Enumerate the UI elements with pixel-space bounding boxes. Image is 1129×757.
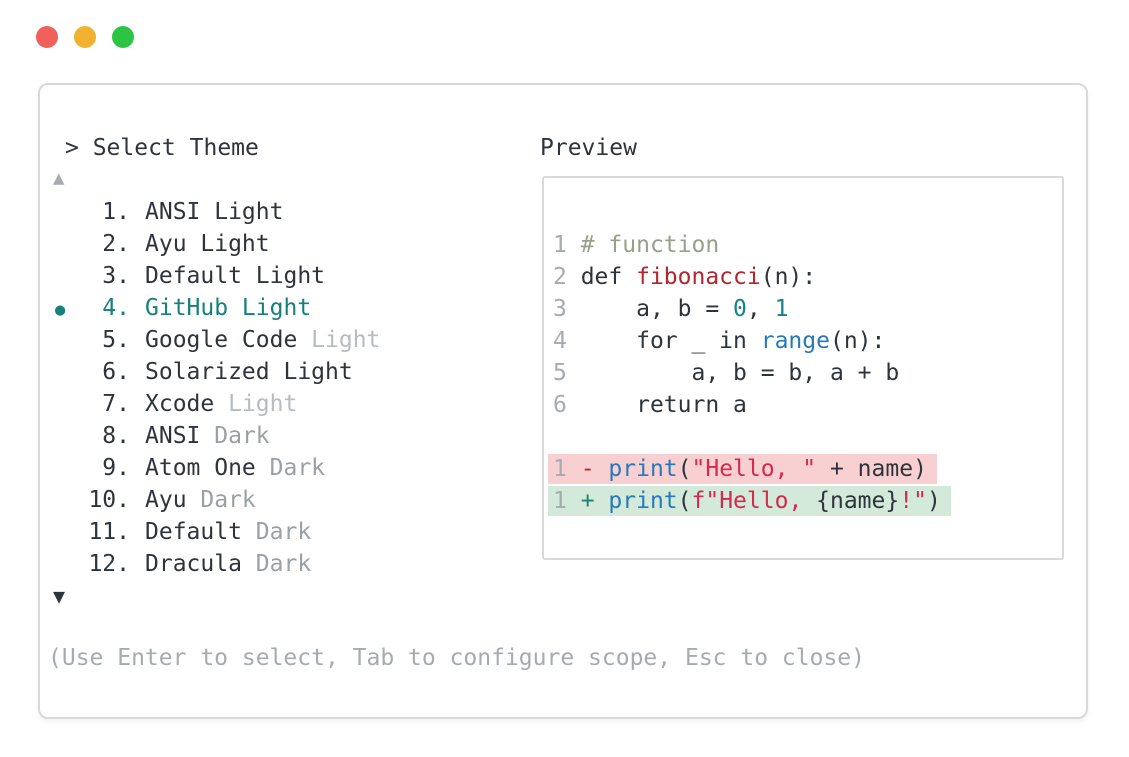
theme-list-item[interactable]: 10. Ayu Dark — [51, 487, 380, 519]
theme-list: 1. ANSI Light 2. Ayu Light 3. Default Light ● 4… — [51, 199, 380, 583]
code-line: 1 # function — [553, 232, 720, 258]
item-number: 7. — [102, 391, 130, 417]
close-button[interactable] — [36, 26, 58, 48]
preview-title: Preview — [540, 135, 637, 161]
code-line: 4 for _ in range(n): — [553, 328, 886, 354]
theme-list-item[interactable]: 3. Default Light — [51, 263, 380, 295]
theme-list-item[interactable]: 6. Solarized Light — [51, 359, 380, 391]
item-label: Default Light — [145, 263, 326, 289]
theme-list-item[interactable]: 7. Xcode Light — [51, 391, 380, 423]
item-label: Dracula Dark — [145, 551, 312, 577]
item-label: ANSI Dark — [145, 423, 270, 449]
item-number: 5. — [102, 327, 130, 353]
theme-picker-dialog: > Select Theme ▲ 1. ANSI Light 2. Ayu Light… — [38, 83, 1088, 719]
preview-pane: 1 # function 2 def fibonacci(n): 3 a, b = … — [542, 176, 1064, 560]
item-label: Ayu Light — [145, 231, 270, 257]
code-line: 5 a, b = b, a + b — [553, 360, 900, 386]
zoom-button[interactable] — [112, 26, 134, 48]
item-label: Atom One Dark — [145, 455, 326, 481]
item-number: 11. — [88, 519, 130, 545]
item-number: 10. — [88, 487, 130, 513]
item-number: 12. — [88, 551, 130, 577]
code-line: 6 return a — [553, 392, 747, 418]
minimize-button[interactable] — [74, 26, 96, 48]
code-line: 1 - print("Hello, " + name) — [548, 454, 1062, 486]
code-line: 3 a, b = 0, 1 — [553, 296, 789, 322]
item-label: ANSI Light — [145, 199, 284, 225]
item-number: 2. — [102, 231, 130, 257]
hint-text: (Use Enter to select, Tab to configure s… — [48, 645, 865, 671]
item-label: Google Code Light — [145, 327, 381, 353]
theme-list-item[interactable]: 5. Google Code Light — [51, 327, 380, 359]
item-label: Default Dark — [145, 519, 312, 545]
item-label: GitHub Light — [145, 295, 312, 321]
item-label: Xcode Light — [145, 391, 298, 417]
code-line — [553, 422, 1062, 454]
theme-list-item[interactable]: 12. Dracula Dark — [51, 551, 380, 583]
theme-list-item[interactable]: 2. Ayu Light — [51, 231, 380, 263]
theme-list-item[interactable]: 8. ANSI Dark — [51, 423, 380, 455]
theme-list-item[interactable]: 9. Atom One Dark — [51, 455, 380, 487]
item-number: 9. — [102, 455, 130, 481]
item-number: 1. — [102, 199, 130, 225]
scroll-down-icon[interactable]: ▼ — [53, 584, 66, 608]
code-line: 2 def fibonacci(n): — [553, 264, 817, 290]
theme-list-item[interactable]: 11. Default Dark — [51, 519, 380, 551]
item-number: 6. — [102, 359, 130, 385]
item-number: 8. — [102, 423, 130, 449]
item-label: Ayu Dark — [145, 487, 256, 513]
item-label: Solarized Light — [145, 359, 353, 385]
theme-list-item[interactable]: 1. ANSI Light — [51, 199, 380, 231]
prompt: > Select Theme — [65, 135, 259, 161]
code-line: 1 + print(f"Hello, {name}!") — [548, 486, 1062, 518]
scroll-up-icon[interactable]: ▲ — [53, 167, 65, 189]
traffic-lights — [36, 26, 134, 48]
item-number: 3. — [102, 263, 130, 289]
item-number: 4. — [102, 295, 130, 321]
preview-code: 1 # function 2 def fibonacci(n): 3 a, b = … — [544, 178, 1062, 518]
selected-bullet-icon: ● — [55, 300, 66, 320]
theme-list-item[interactable]: ● 4. GitHub Light — [51, 295, 380, 327]
